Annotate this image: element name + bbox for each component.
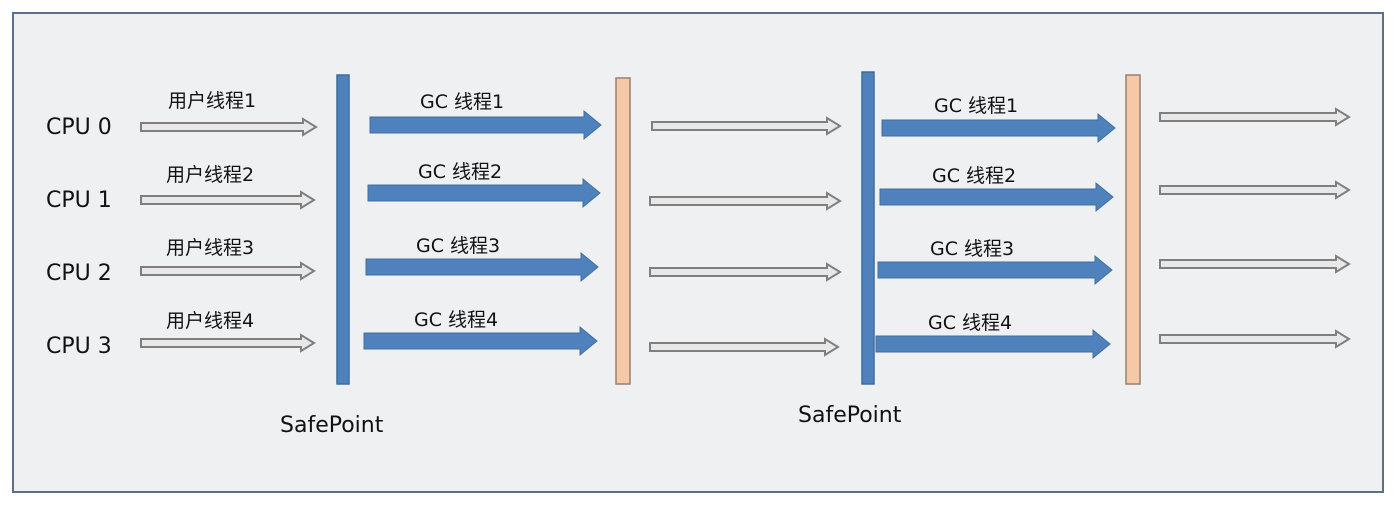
resume-arrow-3a bbox=[649, 262, 842, 282]
cpu-label-3: CPU 3 bbox=[46, 334, 112, 359]
gc-thread-label-1b: GC 线程1 bbox=[934, 95, 1018, 117]
gc-thread-label-2a: GC 线程2 bbox=[418, 161, 502, 183]
resume-arrow-2a bbox=[649, 191, 842, 211]
resume-arrow-1a bbox=[651, 116, 842, 136]
user-thread-arrow-2 bbox=[140, 190, 316, 210]
user-thread-label-1: 用户线程1 bbox=[168, 90, 256, 112]
user-thread-label-4: 用户线程4 bbox=[166, 310, 254, 332]
gc-thread-label-3b: GC 线程3 bbox=[930, 238, 1014, 260]
safepoint-label-2: SafePoint bbox=[798, 403, 902, 428]
safepoint-label-1: SafePoint bbox=[280, 413, 384, 438]
gc-thread-arrow-4b bbox=[875, 328, 1111, 360]
cpu-label-1: CPU 1 bbox=[46, 188, 112, 213]
user-thread-arrow-3 bbox=[140, 261, 316, 281]
cpu-label-0: CPU 0 bbox=[46, 115, 112, 140]
gc-thread-arrow-1b bbox=[881, 112, 1116, 144]
resume-bar-1 bbox=[615, 77, 631, 385]
resume-arrow-4b bbox=[1159, 329, 1351, 349]
diagram-frame bbox=[12, 12, 1384, 493]
user-thread-label-3: 用户线程3 bbox=[166, 237, 254, 259]
gc-thread-arrow-3b bbox=[877, 254, 1113, 286]
resume-arrow-2b bbox=[1159, 180, 1351, 200]
user-thread-label-2: 用户线程2 bbox=[166, 164, 254, 186]
resume-bar-2 bbox=[1125, 74, 1141, 385]
gc-thread-label-1a: GC 线程1 bbox=[420, 91, 504, 113]
gc-thread-arrow-2b bbox=[879, 181, 1114, 213]
gc-thread-label-4a: GC 线程4 bbox=[414, 309, 498, 331]
gc-thread-label-3a: GC 线程3 bbox=[416, 235, 500, 257]
resume-arrow-4a bbox=[649, 337, 840, 357]
user-thread-arrow-4 bbox=[140, 333, 316, 353]
gc-thread-label-2b: GC 线程2 bbox=[932, 165, 1016, 187]
user-thread-arrow-1 bbox=[140, 117, 318, 137]
safepoint-bar-2 bbox=[861, 71, 875, 385]
gc-thread-arrow-2a bbox=[367, 177, 601, 209]
resume-arrow-1b bbox=[1159, 107, 1351, 127]
gc-thread-label-4b: GC 线程4 bbox=[928, 312, 1012, 334]
safepoint-bar-1 bbox=[336, 74, 350, 385]
resume-arrow-3b bbox=[1159, 254, 1351, 274]
gc-thread-arrow-4a bbox=[363, 325, 598, 357]
gc-thread-arrow-1a bbox=[369, 109, 602, 141]
cpu-label-2: CPU 2 bbox=[46, 261, 112, 286]
gc-thread-arrow-3a bbox=[365, 251, 599, 283]
